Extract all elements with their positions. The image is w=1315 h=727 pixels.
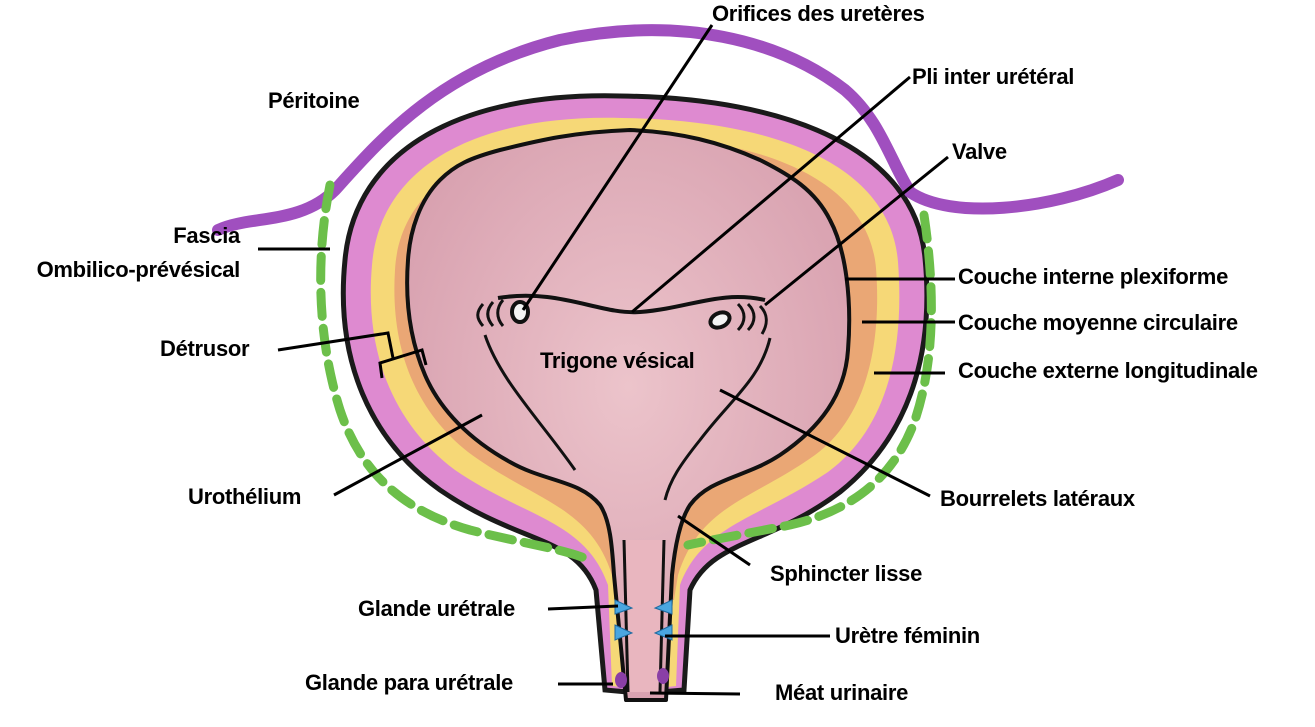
leader-pli [631, 75, 911, 314]
leader-meat [649, 691, 741, 696]
label-couche-moyenne: Couche moyenne circulaire [958, 310, 1238, 335]
label-urothelium: Urothélium [188, 484, 302, 509]
label-meat-urinaire: Méat urinaire [775, 680, 909, 705]
orifice-right-icon [708, 302, 768, 335]
label-peritoine: Péritoine [268, 88, 360, 113]
detrusor-bracket [378, 348, 428, 379]
fascia-dashed-right [683, 210, 936, 550]
leader-valve [764, 155, 949, 307]
label-detrusor: Détrusor [160, 336, 250, 361]
label-glande-para-uretrale: Glande para urétrale [305, 670, 513, 695]
leader-orifices [521, 24, 714, 311]
label-trigone: Trigone vésical [540, 348, 695, 373]
label-fascia-ombilico: Ombilico-prévésical [36, 257, 241, 282]
leader-urothelium [333, 413, 483, 497]
leader-detrusor [277, 331, 395, 359]
label-fascia: Fascia [173, 223, 240, 248]
bourrelet-lateral-left [483, 334, 577, 471]
leader-glande-uretrale [547, 604, 619, 611]
label-glande-uretrale: Glande urétrale [358, 596, 515, 621]
label-pli-inter-ureteral: Pli inter urétéral [912, 64, 1075, 89]
leader-bourrelets [719, 388, 931, 498]
fascia-dashed-left [316, 180, 595, 565]
glande-para-uretrale-icon [615, 668, 669, 688]
pli-inter-ureteral [497, 293, 766, 315]
leader-lines [258, 24, 955, 696]
bourrelet-lateral-right [663, 337, 772, 501]
urethra-lumen [624, 540, 664, 692]
bladder-lumen [405, 128, 852, 702]
label-uretre-feminin: Urètre féminin [835, 623, 980, 648]
label-valve: Valve [952, 139, 1007, 164]
label-couche-externe: Couche externe longitudinale [958, 358, 1258, 383]
label-bourrelets: Bourrelets latéraux [940, 486, 1135, 511]
leader-sphincter [677, 514, 751, 567]
label-orifices: Orifices des uretères [712, 1, 925, 26]
label-sphincter: Sphincter lisse [770, 561, 923, 586]
label-couche-interne: Couche interne plexiforme [958, 264, 1229, 289]
